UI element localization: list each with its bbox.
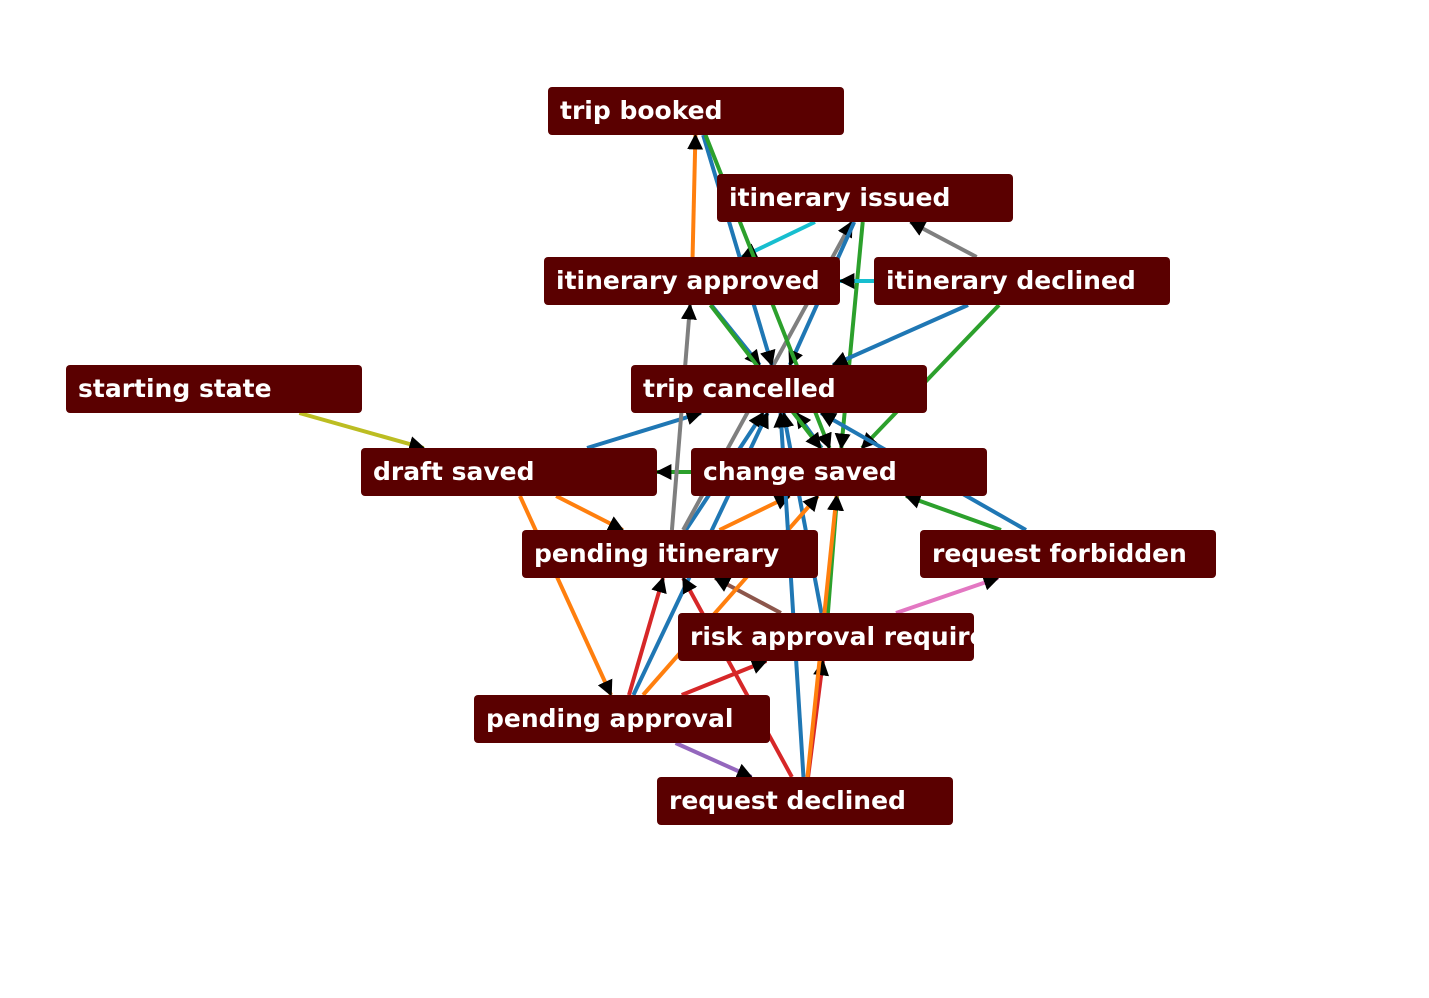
edge-starting-state-to-draft-saved: [298, 411, 426, 452]
node-label: itinerary issued: [729, 183, 950, 212]
node-box: [474, 695, 770, 743]
edge-draft-saved-to-trip-cancelled: [586, 409, 703, 450]
node-request-declined[interactable]: request declined: [657, 777, 953, 825]
node-label: draft saved: [373, 457, 535, 486]
node-itinerary-issued[interactable]: itinerary issued: [717, 174, 1013, 222]
edge-risk-approval-required-to-pending-itinerary: [713, 576, 782, 615]
edge-itinerary-approved-to-trip-booked: [687, 133, 704, 258]
edge-request-forbidden-to-change-saved: [904, 493, 1002, 532]
node-label: request declined: [669, 786, 906, 815]
node-trip-cancelled[interactable]: trip cancelled: [631, 365, 927, 413]
node-box: [678, 613, 974, 661]
edge-pending-approval-to-pending-itinerary: [627, 576, 667, 696]
node-label: starting state: [78, 374, 272, 403]
node-label: itinerary declined: [886, 266, 1136, 295]
node-layer: trip booked itinerary issued itinerary app…: [66, 87, 1216, 825]
node-starting-state[interactable]: starting state: [66, 365, 362, 413]
node-risk-approval-required[interactable]: risk approval required: [678, 613, 1004, 661]
node-label: pending itinerary: [534, 539, 779, 568]
node-change-saved[interactable]: change saved: [691, 448, 987, 496]
node-label: trip cancelled: [643, 374, 836, 403]
node-itinerary-approved[interactable]: itinerary approved: [544, 257, 840, 305]
edge-trip-booked-to-trip-cancelled: [701, 134, 776, 367]
node-box: [657, 777, 953, 825]
node-pending-approval[interactable]: pending approval: [474, 695, 770, 743]
node-box: [548, 87, 844, 135]
node-box: [544, 257, 840, 305]
node-label: change saved: [703, 457, 897, 486]
edge-pending-itinerary-to-change-saved: [718, 494, 791, 532]
node-box: [874, 257, 1170, 305]
node-box: [691, 448, 987, 496]
edge-pending-approval-to-risk-approval-required: [680, 658, 768, 697]
node-box: [920, 530, 1216, 578]
node-box: [361, 448, 657, 496]
node-box: [631, 365, 927, 413]
node-draft-saved[interactable]: draft saved: [361, 448, 657, 496]
edge-risk-approval-required-to-request-forbidden: [895, 575, 1000, 615]
node-label: request forbidden: [932, 539, 1187, 568]
edge-draft-saved-to-pending-approval: [518, 495, 613, 697]
edge-itinerary-issued-to-itinerary-approved: [740, 220, 816, 259]
node-box: [522, 530, 818, 578]
node-box: [66, 365, 362, 413]
node-box: [717, 174, 1013, 222]
node-itinerary-declined[interactable]: itinerary declined: [874, 257, 1170, 305]
edge-itinerary-declined-to-itinerary-issued: [908, 220, 978, 259]
edge-itinerary-issued-to-change-saved: [834, 221, 865, 450]
edge-itinerary-declined-to-change-saved: [860, 303, 1001, 450]
edge-pending-approval-to-request-declined: [674, 741, 753, 779]
edge-pending-itinerary-to-itinerary-approved: [669, 303, 697, 531]
node-trip-booked[interactable]: trip booked: [548, 87, 844, 135]
node-label: trip booked: [560, 96, 723, 125]
node-pending-itinerary[interactable]: pending itinerary: [522, 530, 818, 578]
edge-itinerary-declined-to-trip-cancelled: [831, 303, 969, 367]
edge-request-declined-to-pending-itinerary: [681, 576, 794, 778]
node-label: pending approval: [486, 704, 733, 733]
node-label: itinerary approved: [556, 266, 820, 295]
edge-draft-saved-to-pending-itinerary: [555, 494, 625, 532]
node-label: risk approval required: [690, 622, 1004, 651]
node-request-forbidden[interactable]: request forbidden: [920, 530, 1216, 578]
